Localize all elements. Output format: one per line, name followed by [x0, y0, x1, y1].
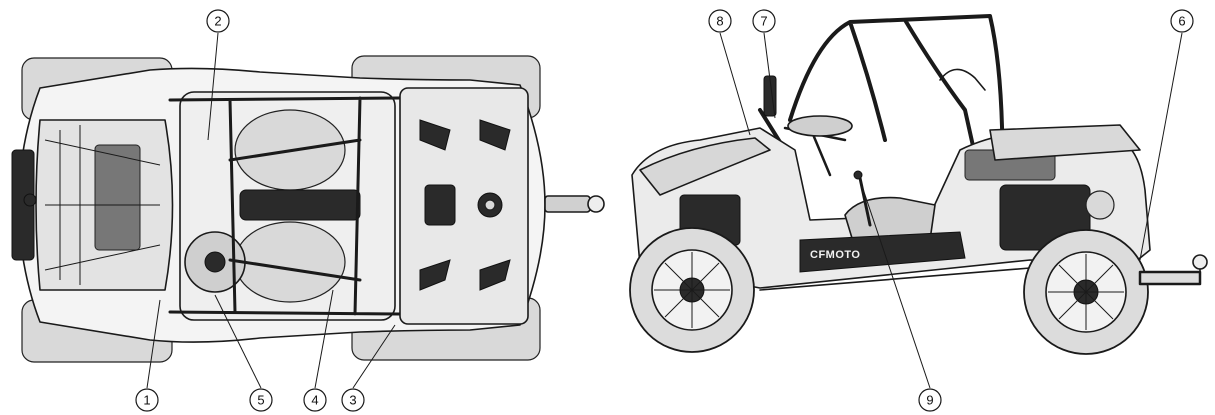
callouts: 1 2 3 4 5 6 7	[135, 9, 1194, 412]
svg-text:1: 1	[143, 393, 150, 408]
roll-cage	[168, 96, 402, 316]
side-roll-cage	[758, 14, 1005, 202]
callout-6: 6	[1170, 9, 1194, 33]
cargo-bed	[399, 87, 529, 325]
top-view-vehicle	[11, 55, 605, 363]
callout-3: 3	[341, 388, 365, 412]
callout-9: 9	[918, 388, 942, 412]
callout-2: 2	[206, 9, 230, 33]
svg-text:6: 6	[1178, 14, 1185, 29]
svg-text:4: 4	[311, 393, 318, 408]
svg-text:3: 3	[349, 393, 356, 408]
center-console	[239, 189, 361, 221]
callout-4: 4	[303, 388, 327, 412]
callout-1: 1	[135, 388, 159, 412]
callout-5: 5	[249, 388, 273, 412]
callout-8: 8	[708, 9, 732, 33]
top-tow-hitch	[544, 195, 591, 213]
svg-text:2: 2	[214, 14, 221, 29]
svg-text:7: 7	[760, 14, 767, 29]
callout-7: 7	[752, 9, 776, 33]
svg-text:8: 8	[716, 14, 723, 29]
brand-label: CFMOTO	[810, 249, 860, 261]
hood-panel	[94, 144, 141, 251]
svg-text:9: 9	[926, 393, 933, 408]
svg-text:5: 5	[257, 393, 264, 408]
side-tow-hitch	[1138, 270, 1202, 286]
side-view-vehicle: CFMOTO	[629, 14, 1208, 355]
